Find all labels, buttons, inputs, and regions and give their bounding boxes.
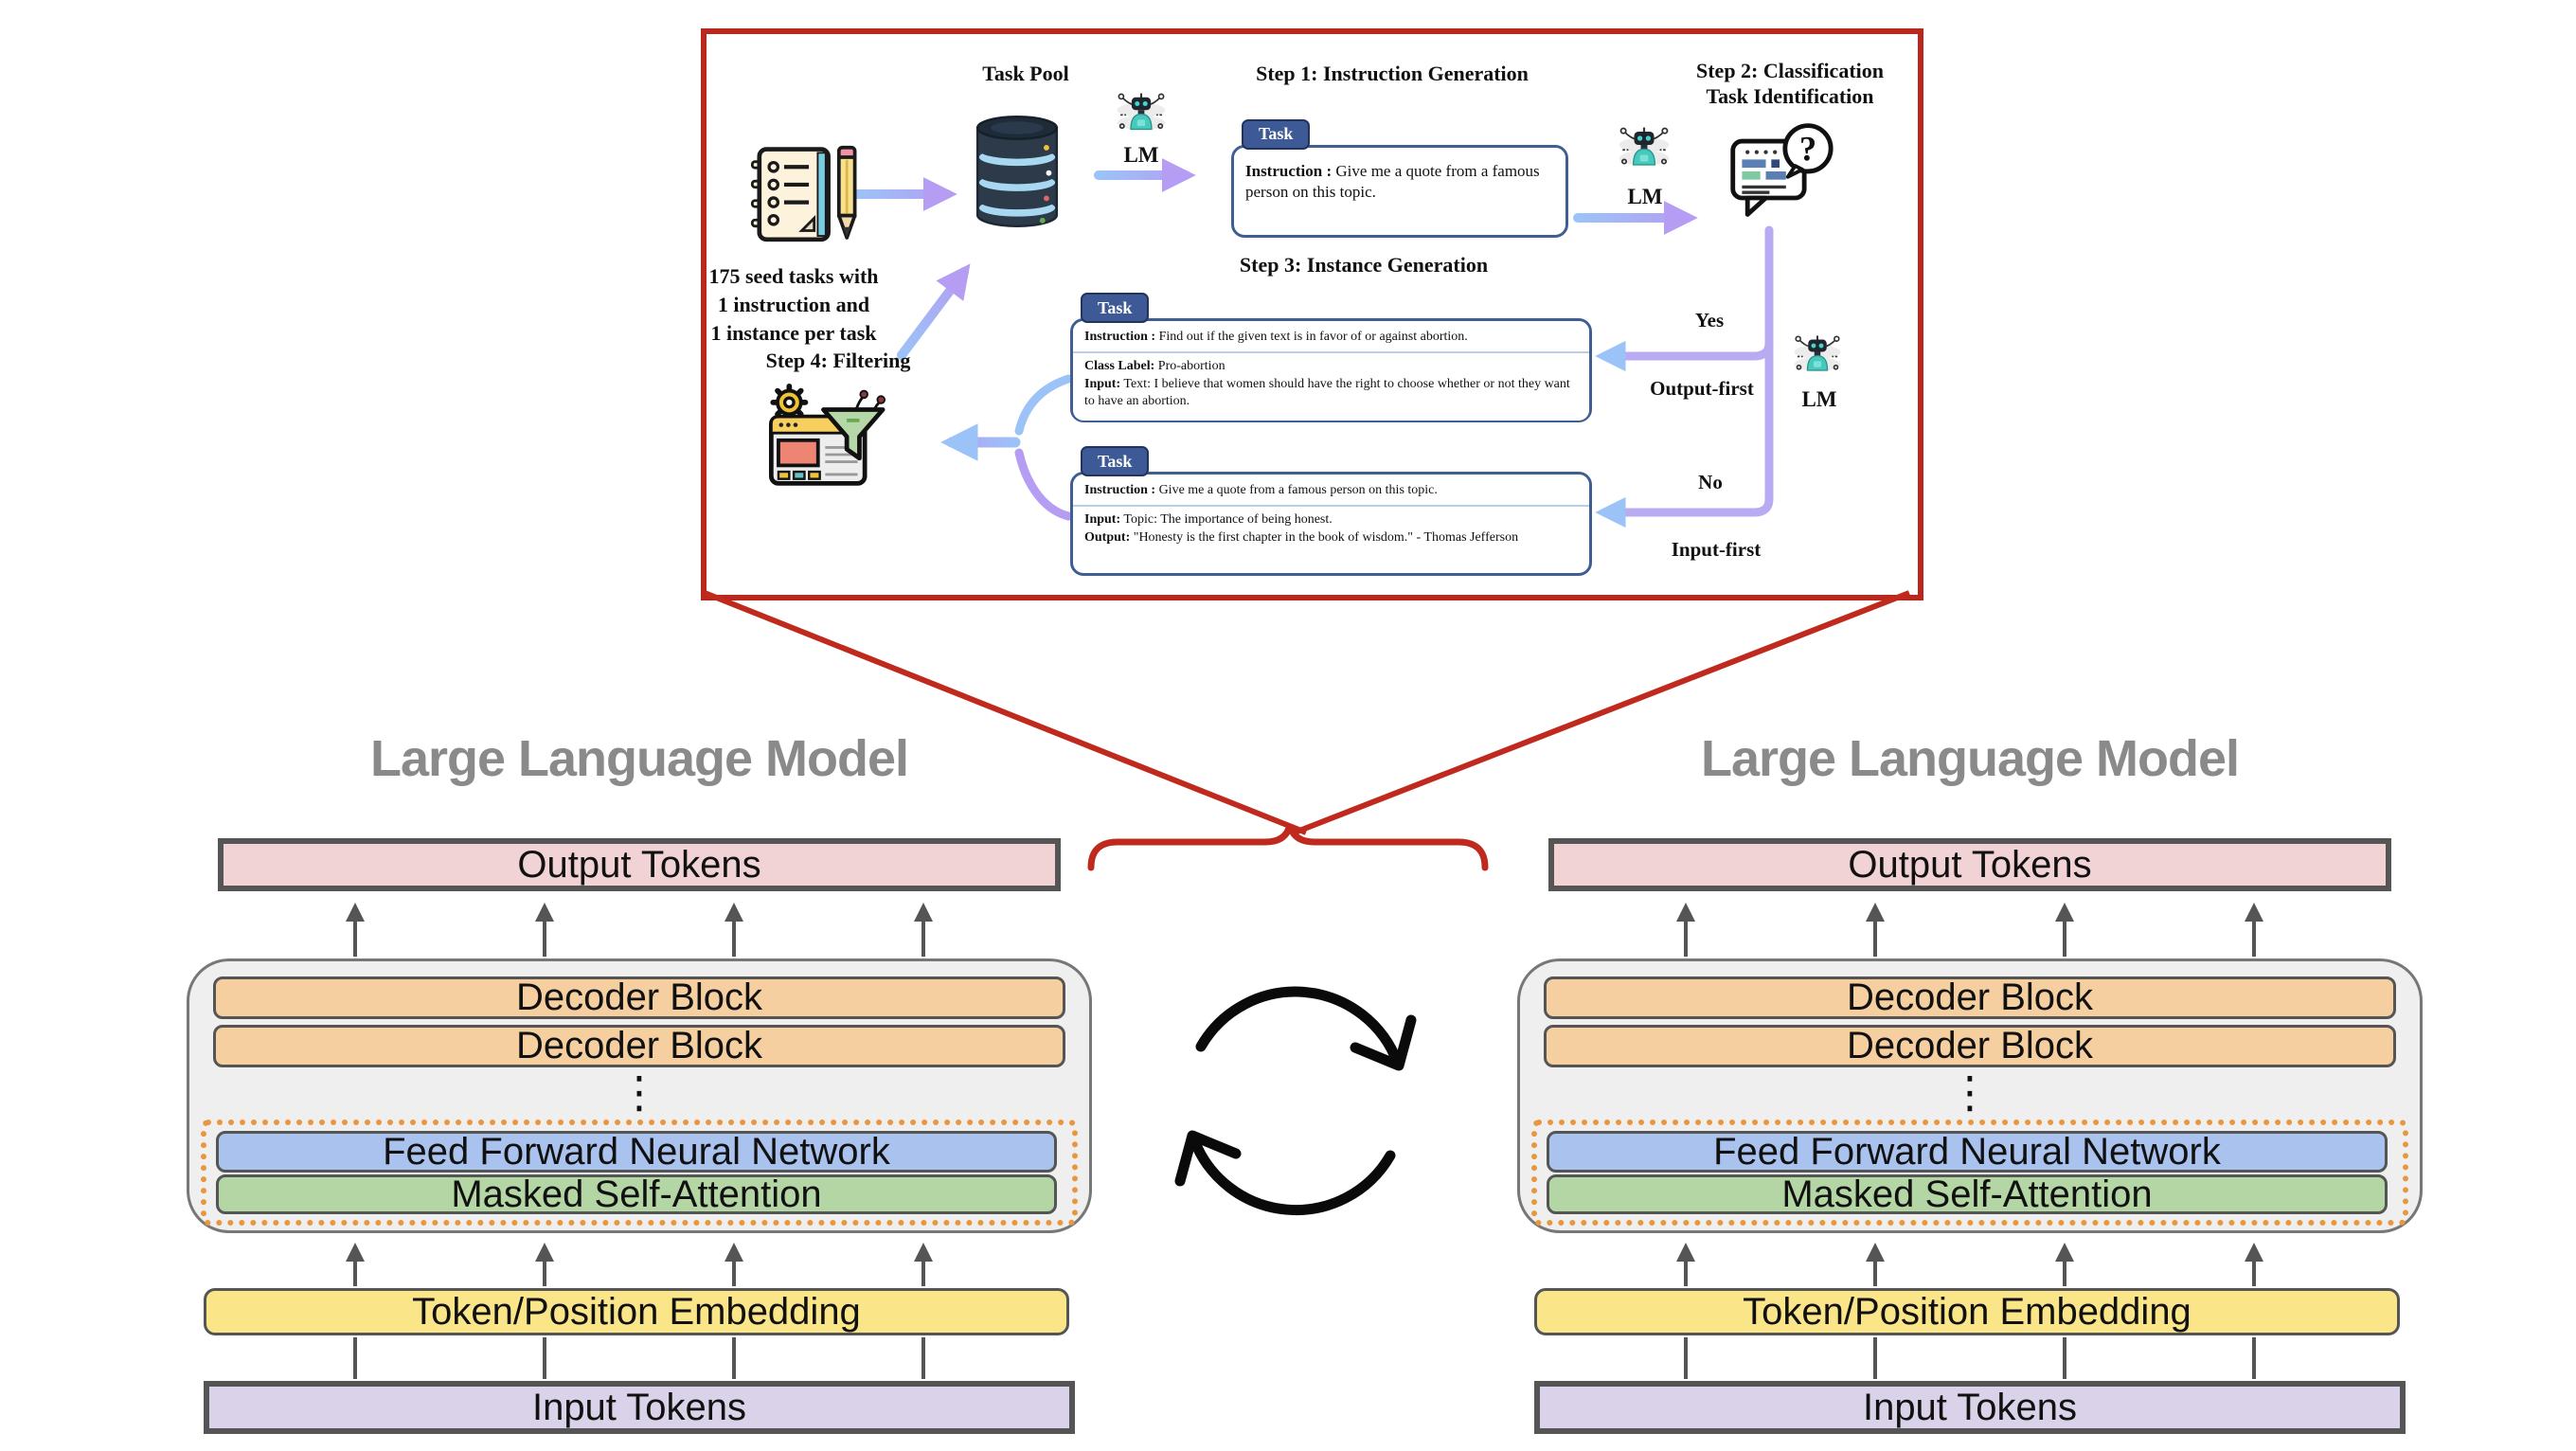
task-pool-label: Task Pool <box>982 62 1069 85</box>
branch-no-label: No <box>1698 470 1723 493</box>
task-card-3-body: Instruction : Give me a quote from a fam… <box>1073 475 1589 557</box>
card3-input-value: Topic: The importance of being honest. <box>1123 511 1333 527</box>
llm-left-output-tokens: Output Tokens <box>218 838 1061 891</box>
step3-title: Step 3: Instance Generation <box>1239 253 1489 277</box>
card3-output-key: Output: <box>1084 529 1131 545</box>
card3-input-key: Input: <box>1084 511 1121 527</box>
svg-text:?: ? <box>1799 129 1816 168</box>
card1-instruction-key: Instruction : <box>1245 162 1333 180</box>
llm-right-decoder-block-2: Decoder Block <box>1544 1025 2396 1067</box>
llm-right-ffnn: Feed Forward Neural Network <box>1547 1131 2388 1173</box>
step1-title: Step 1: Instruction Generation <box>1256 62 1529 85</box>
cycle-icon <box>1174 986 1417 1216</box>
llm-left-title: Large Language Model <box>369 730 909 787</box>
step4-title: Step 4: Filtering <box>765 349 911 372</box>
llm-right-decoder-block-1: Decoder Block <box>1544 976 2396 1019</box>
seed-caption-line1: 175 seed tasks with <box>708 264 879 288</box>
llm-right-output-tokens: Output Tokens <box>1548 838 2391 891</box>
llm-right-embedding: Token/Position Embedding <box>1534 1288 2400 1335</box>
branch-output-first-label: Output-first <box>1650 376 1754 400</box>
step2-title-line1: Step 2: Classification <box>1696 59 1884 82</box>
card3-divider <box>1073 504 1589 507</box>
llm-right-ellipsis: ⋮ <box>1948 1066 1992 1119</box>
llm-left-masked-attention: Masked Self-Attention <box>216 1173 1057 1215</box>
card3-output-line: Output: "Honesty is the first chapter in… <box>1084 529 1578 547</box>
card2-input-value: Text: I believe that women should have t… <box>1084 376 1570 409</box>
card2-instruction-line: Instruction : Find out if the given text… <box>1084 329 1578 347</box>
branch-yes-label: Yes <box>1694 308 1725 331</box>
seed-caption: 175 seed tasks with 1 instruction and 1 … <box>689 260 898 350</box>
step2-title: Step 2: Classification Task Identificati… <box>1667 57 1913 110</box>
lm-robot-icon-2 <box>1618 125 1671 178</box>
card2-class-key: Class Label: <box>1084 358 1155 373</box>
lm-label-1: LM <box>1123 143 1159 167</box>
card3-instruction-key: Instruction : <box>1084 483 1156 497</box>
lm-label-2: LM <box>1627 185 1663 208</box>
llm-left-decoder-block-2: Decoder Block <box>213 1025 1065 1067</box>
database-icon <box>974 107 1061 236</box>
task-card-3: Task Instruction : Give me a quote from … <box>1070 446 1600 576</box>
llm-right-transformer-unit <box>1531 1120 2408 1226</box>
card1-instruction-text: Give me a quote from a famous person on … <box>1245 162 1540 202</box>
card2-instruction-key: Instruction : <box>1084 330 1156 344</box>
task-card-2-body: Instruction : Find out if the given text… <box>1073 321 1589 421</box>
lm-robot-icon-3 <box>1793 333 1842 383</box>
seed-caption-line2: 1 instruction and <box>717 293 870 316</box>
card2-input-key: Input: <box>1084 376 1121 391</box>
seed-tasks-icon <box>743 144 876 250</box>
llm-right-masked-attention: Masked Self-Attention <box>1547 1173 2388 1215</box>
card2-class-line: Class Label: Pro-abortion <box>1084 358 1578 376</box>
llm-left-ellipsis: ⋮ <box>617 1066 661 1119</box>
task-card-1: Task Instruction : Give me a quote from … <box>1231 119 1576 238</box>
card2-divider <box>1073 350 1589 353</box>
lm-label-3: LM <box>1801 387 1837 411</box>
task-card-1-tab: Task <box>1242 119 1311 150</box>
task-card-1-body: Instruction : Give me a quote from a fam… <box>1234 148 1565 213</box>
card3-output-value: "Honesty is the first chapter in the boo… <box>1133 529 1519 545</box>
llm-left-ffnn: Feed Forward Neural Network <box>216 1131 1057 1173</box>
card3-input-line: Input: Topic: The importance of being ho… <box>1084 511 1578 529</box>
llm-left-embedding: Token/Position Embedding <box>204 1288 1069 1335</box>
card2-input-line: Input: Text: I believe that women should… <box>1084 376 1578 412</box>
llm-left-input-tokens: Input Tokens <box>204 1381 1075 1434</box>
seed-caption-line3: 1 instance per task <box>710 321 877 345</box>
llm-left-decoder-block-1: Decoder Block <box>213 976 1065 1019</box>
lm-robot-icon-1 <box>1116 91 1167 142</box>
task-card-2-tab: Task <box>1081 293 1150 324</box>
card2-class-value: Pro-abortion <box>1157 358 1225 373</box>
card3-instruction-line: Instruction : Give me a quote from a fam… <box>1084 482 1578 500</box>
classification-check-icon: ? <box>1726 116 1835 225</box>
branch-input-first-label: Input-first <box>1671 537 1762 561</box>
llm-left-transformer-unit <box>201 1120 1078 1226</box>
llm-right-input-tokens: Input Tokens <box>1534 1381 2406 1434</box>
filtering-icon <box>763 383 900 491</box>
card3-instruction-text: Give me a quote from a famous person on … <box>1158 483 1438 497</box>
llm-right-title: Large Language Model <box>1700 730 2240 787</box>
task-card-2: Task Instruction : Find out if the given… <box>1070 293 1600 422</box>
step2-title-line2: Task Identification <box>1706 84 1874 108</box>
card2-instruction-text: Find out if the given text is in favor o… <box>1158 330 1468 344</box>
task-card-3-tab: Task <box>1081 446 1150 477</box>
